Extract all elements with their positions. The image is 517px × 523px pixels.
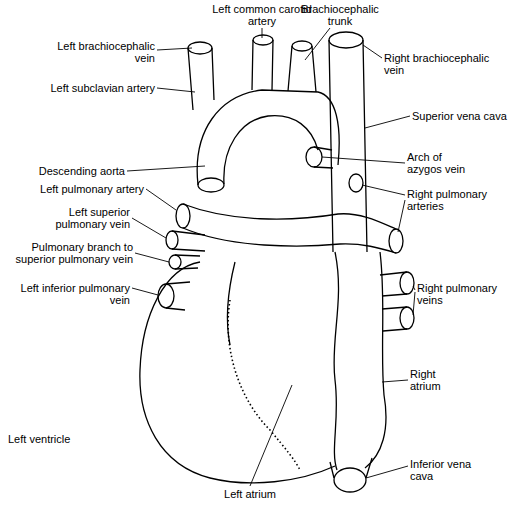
anatomy-label: Superior vena cava (412, 110, 516, 122)
anatomy-label: Left atrium (224, 488, 276, 500)
right-brachiocephalic-opening (329, 32, 363, 48)
leader-line (322, 157, 405, 163)
left-atrium-border (228, 300, 300, 470)
leader-line (135, 253, 169, 262)
leader-line (146, 189, 176, 210)
aortic-arch-outer (197, 90, 339, 185)
anatomy-label: Left inferior pulmonary vein (20, 282, 130, 306)
leader-line (305, 28, 330, 60)
leader-line (362, 185, 405, 232)
anatomy-label: Descending aorta (15, 165, 125, 177)
leader-line (157, 48, 192, 50)
brachiocephalic-trunk-opening (292, 41, 312, 51)
aortic-arch-inner (224, 116, 318, 184)
pulmonary-artery-lower (183, 228, 396, 253)
right-pv-lower-wall (382, 307, 407, 331)
descending-aorta-opening (198, 178, 224, 192)
right-pulmonary-artery-upper (349, 174, 363, 192)
brachiocephalic-trunk-wall (288, 46, 316, 92)
anatomy-label: Right brachiocephalic vein (384, 52, 502, 76)
anatomy-label: Right atrium (410, 368, 458, 392)
leader-line (132, 218, 166, 238)
leader-line (363, 45, 382, 58)
anatomy-label: Left common carotid artery (208, 3, 316, 27)
left-brachiocephalic-wall (188, 48, 214, 110)
leader-line (127, 166, 205, 171)
left-carotid-wall (252, 40, 273, 90)
left-carotid-opening (253, 35, 273, 45)
leader-line (366, 466, 408, 478)
svc-wall (329, 40, 367, 252)
pulmonary-branch-opening (169, 255, 181, 269)
anatomy-label: Left pulmonary artery (14, 183, 144, 195)
leader-line (262, 28, 263, 38)
leader-lines (127, 28, 415, 486)
right-atrium-right-edge (365, 252, 386, 468)
heart-outline (140, 262, 335, 483)
anatomy-label: Brachiocephalic trunk (296, 3, 384, 27)
leader-line (157, 88, 195, 92)
left-inferior-pv-wall (166, 282, 190, 310)
leader-line (382, 380, 408, 382)
right-pulmonary-artery-opening (389, 229, 403, 253)
ivc-opening (334, 468, 366, 492)
anatomy-label: Left superior pulmonary vein (20, 206, 130, 230)
leader-line (250, 385, 292, 486)
anatomy-label: Pulmonary branch to superior pulmonary v… (8, 241, 133, 265)
azygos-opening (306, 147, 322, 167)
anatomy-label: Arch of azygos vein (407, 151, 473, 175)
pulmonary-artery-upper (183, 204, 396, 229)
leader-line (132, 288, 158, 295)
ivc-wall (330, 458, 372, 478)
left-inferior-pv-opening (158, 284, 174, 308)
pulmonary-branch-wall (175, 255, 200, 269)
right-pv-upper-opening (400, 272, 414, 294)
right-pv-lower-opening (400, 307, 414, 329)
left-superior-pv-wall (172, 231, 205, 251)
anatomy-label: Left ventricle (8, 433, 98, 445)
anatomy-label: Right pulmonary arteries (407, 188, 499, 212)
leader-line (365, 116, 410, 128)
anatomy-label: Right pulmonary veins (417, 282, 509, 306)
right-atrium-left-edge (334, 252, 339, 470)
anatomy-label: Left subclavian artery (15, 82, 155, 94)
anatomy-label: Left brachiocephalic vein (45, 40, 155, 64)
left-superior-pv-opening (166, 231, 178, 249)
right-pv-upper-wall (380, 272, 407, 296)
anatomy-label: Inferior vena cava (410, 458, 472, 482)
leader-line (413, 286, 415, 315)
left-pulmonary-artery-opening (176, 204, 190, 228)
